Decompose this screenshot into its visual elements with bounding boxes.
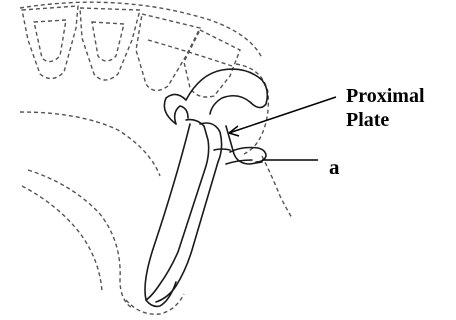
abutment-tooth-outline bbox=[236, 64, 268, 154]
tooth-crown-4 bbox=[184, 30, 240, 97]
tooth-outlines-dashed bbox=[20, 2, 292, 314]
proximal-plate-label-line2: Plate bbox=[346, 108, 425, 132]
tooth-crown-2-inner bbox=[92, 22, 124, 61]
ridge-line-inner bbox=[22, 186, 102, 292]
tooth-crown-1-inner bbox=[34, 20, 66, 62]
abutment-tooth-distal bbox=[262, 156, 292, 218]
ridge-line-lower bbox=[126, 294, 184, 314]
occlusal-rest bbox=[164, 69, 267, 124]
arch-contour-inner bbox=[148, 40, 232, 66]
clasp-component bbox=[145, 69, 267, 306]
proximal-plate-leader bbox=[229, 97, 336, 133]
tooth-crown-2 bbox=[80, 8, 140, 80]
proximal-plate-label-line1: Proximal bbox=[346, 84, 425, 108]
tooth-crown-1 bbox=[22, 6, 78, 79]
leader-lines bbox=[229, 97, 336, 160]
part-a-label: a bbox=[329, 155, 340, 179]
ridge-line-outer bbox=[20, 112, 160, 176]
proximal-plate-body bbox=[146, 120, 209, 300]
proximal-plate-label: Proximal Plate bbox=[346, 84, 425, 132]
occlusal-rest-inner bbox=[175, 106, 188, 124]
clasp-stem-left bbox=[145, 124, 190, 306]
arch-contour-upper bbox=[20, 2, 262, 58]
ridge-line-middle bbox=[28, 170, 132, 308]
